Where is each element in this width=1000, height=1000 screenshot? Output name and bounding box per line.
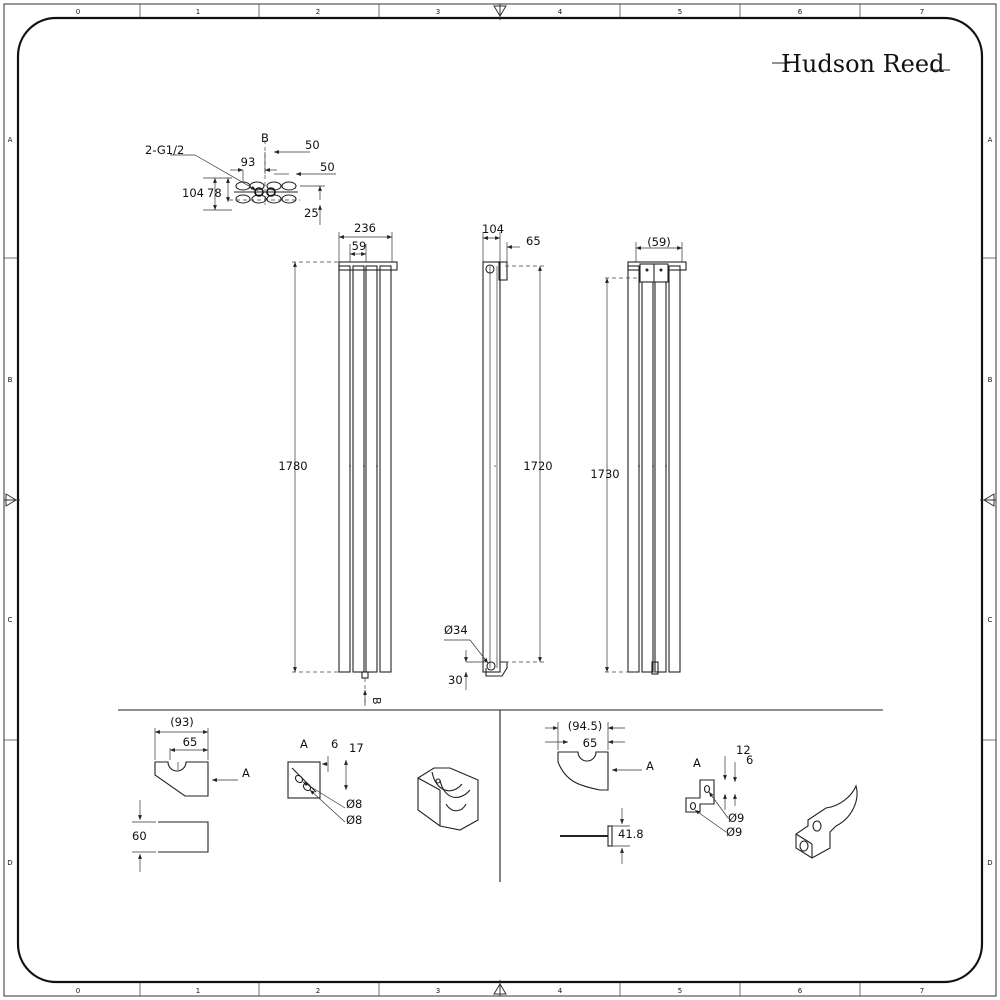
bracket-right-dim-6: 6 xyxy=(746,753,753,767)
brand-logo: Hudson Reed xyxy=(772,50,950,78)
col-label-top-7: 7 xyxy=(920,8,924,16)
rear-tubes xyxy=(627,265,681,673)
col-label-top-3: 3 xyxy=(436,8,440,16)
rear-elevation: 1730 (59) xyxy=(590,235,687,675)
col-label-bottom-2: 2 xyxy=(316,987,320,995)
front-section-label: B xyxy=(370,697,383,705)
bracket-right-overall: (94.5) xyxy=(568,719,603,733)
bracket-right-isometric xyxy=(795,784,858,859)
col-label-bottom-7: 7 xyxy=(920,987,924,995)
plan-dim-50-right: 50 xyxy=(320,160,335,174)
bracket-left-detail: (93) 65 A 60 A 6 17 Ø8 Ø8 xyxy=(132,715,479,872)
bracket-left-detail-label: A xyxy=(300,737,308,751)
bracket-left-hole-2: Ø8 xyxy=(346,813,362,827)
plan-dim-50-top: 50 xyxy=(305,138,320,152)
side-dim-height: 1720 xyxy=(523,459,552,473)
bracket-right-detail: (94.5) 65 A 41.8 A 12 6 Ø9 Ø9 xyxy=(545,719,858,864)
bracket-left-height: 60 xyxy=(132,829,147,843)
bracket-left-overall: (93) xyxy=(170,715,194,729)
row-label-right-c: C xyxy=(988,616,993,624)
col-label-bottom-0: 0 xyxy=(76,987,80,995)
bracket-right-detail-label: A xyxy=(693,756,701,770)
bracket-left-dim-17: 17 xyxy=(349,741,364,755)
col-label-bottom-1: 1 xyxy=(196,987,200,995)
row-label-right-a: A xyxy=(988,136,993,144)
plan-dim-93: 93 xyxy=(241,155,256,169)
plan-tube-profiles xyxy=(234,181,298,204)
col-label-top-2: 2 xyxy=(316,8,320,16)
plan-dim-104: 104 xyxy=(182,186,204,200)
side-dim-pipe-offset: 30 xyxy=(448,673,463,687)
col-label-bottom-6: 6 xyxy=(798,987,803,995)
bracket-right-hole-1: Ø9 xyxy=(728,811,744,825)
col-label-top-5: 5 xyxy=(678,8,682,16)
bracket-right-projection: 65 xyxy=(583,736,598,750)
col-label-bottom-4: 4 xyxy=(558,987,563,995)
row-label-left-c: C xyxy=(8,616,13,624)
drawing-frame: 0 1 2 3 4 5 6 7 0 1 2 3 4 5 6 7 A B C D … xyxy=(3,3,997,997)
front-tubes xyxy=(338,265,392,673)
front-dim-width: 236 xyxy=(354,221,376,235)
brand-name: Hudson Reed xyxy=(781,50,944,78)
row-label-left-d: D xyxy=(7,859,12,867)
row-label-right-d: D xyxy=(987,859,992,867)
front-elevation: B 236 59 1780 xyxy=(278,221,398,706)
col-label-top-6: 6 xyxy=(798,8,803,16)
col-label-top-1: 1 xyxy=(196,8,200,16)
col-label-top-4: 4 xyxy=(558,8,563,16)
bracket-right-dim-12: 12 xyxy=(736,743,751,757)
bracket-right-height: 41.8 xyxy=(618,827,644,841)
connection-label: 2-G1/2 xyxy=(145,143,184,157)
col-label-bottom-5: 5 xyxy=(678,987,682,995)
side-elevation: 1720 104 65 Ø34 30 xyxy=(444,222,553,690)
bracket-left-projection: 65 xyxy=(183,735,198,749)
bracket-left-isometric xyxy=(417,767,479,831)
rear-dim-height: 1730 xyxy=(590,467,619,481)
plan-dim-78: 78 xyxy=(207,186,222,200)
side-dim-pipe-diameter: Ø34 xyxy=(444,623,468,637)
bracket-right-hole-2: Ø9 xyxy=(726,825,742,839)
row-label-left-b: B xyxy=(8,376,13,384)
side-dim-depth: 104 xyxy=(482,222,504,236)
plan-dim-25: 25 xyxy=(304,206,319,220)
plan-view: 2-G1/2 B 93 50 50 104 78 25 xyxy=(145,131,336,225)
col-label-bottom-3: 3 xyxy=(436,987,440,995)
bracket-left-view-label: A xyxy=(242,766,250,780)
plan-section-label: B xyxy=(261,131,269,145)
col-label-top-0: 0 xyxy=(76,8,80,16)
row-label-right-b: B xyxy=(988,376,993,384)
row-label-left-a: A xyxy=(8,136,13,144)
front-dim-height: 1780 xyxy=(278,459,307,473)
front-dim-pitch: 59 xyxy=(352,239,367,253)
side-dim-offset: 65 xyxy=(526,234,541,248)
centering-marks xyxy=(4,4,996,996)
bracket-left-dim-6: 6 xyxy=(331,737,338,751)
rear-dim-pitch: (59) xyxy=(647,235,671,249)
section-dividers xyxy=(118,709,883,882)
bracket-right-view-label: A xyxy=(646,759,654,773)
bracket-left-hole-1: Ø8 xyxy=(346,797,362,811)
